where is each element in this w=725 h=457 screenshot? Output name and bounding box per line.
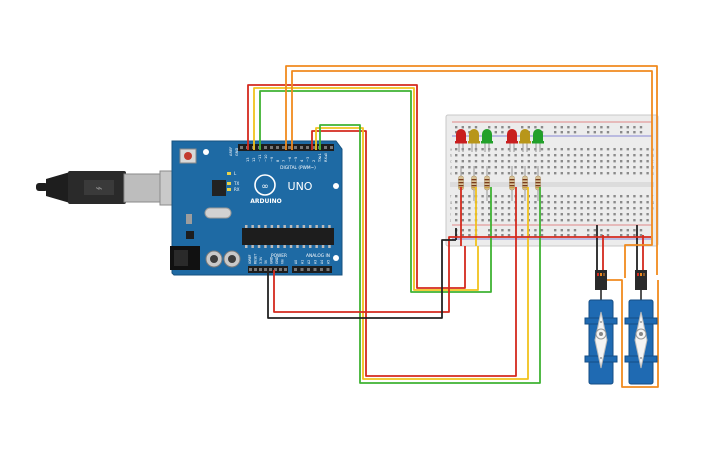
row-letter: h <box>652 207 654 211</box>
servo-motors[interactable] <box>584 270 658 385</box>
led-l-label: L <box>234 171 237 176</box>
row-letter: d <box>450 166 452 170</box>
wire-red <box>311 130 517 377</box>
tx-label: TX <box>233 181 239 186</box>
row-letter: i <box>450 213 451 217</box>
board-model: UNO <box>288 180 313 193</box>
servo-motor[interactable] <box>584 270 618 385</box>
wire-black <box>267 239 456 319</box>
usb-chip <box>212 180 226 196</box>
rx-label: RX <box>234 187 240 192</box>
analog-pin-label: A2 <box>307 260 311 264</box>
power-pin-label: IOREF <box>248 254 252 264</box>
analog-header[interactable] <box>292 266 332 273</box>
analog-pin-label: A0 <box>294 260 298 264</box>
power-pin-label: 5V <box>264 259 268 264</box>
led[interactable] <box>455 129 467 152</box>
digital-pin-label: 2 <box>312 160 316 162</box>
digital-header-label: DIGITAL (PWM~) <box>280 165 316 171</box>
resistor[interactable] <box>509 166 515 201</box>
digital-pin-label: RX◂0 <box>324 152 328 162</box>
power-pin-label: GND <box>275 256 279 264</box>
arduino-uno-board[interactable]: ∞ ARDUINO UNO DIGITAL (PWM~) POWER ANALO… <box>170 140 343 276</box>
row-letter: g <box>652 201 654 205</box>
wire-green <box>319 124 541 384</box>
digital-pin-label: TX▸1 <box>318 153 322 163</box>
digital-pin-label: 7 <box>282 160 286 162</box>
atmega-chip <box>242 228 334 245</box>
wire-yellow <box>253 87 479 291</box>
row-letter: c <box>450 160 452 164</box>
led[interactable] <box>519 129 531 152</box>
led[interactable] <box>506 129 518 152</box>
analog-pin-label: A5 <box>327 260 331 264</box>
power-header-label: POWER <box>271 253 287 259</box>
resistor[interactable] <box>522 166 528 201</box>
aref-label: AREF <box>229 147 233 156</box>
row-letter: f <box>450 195 452 199</box>
digital-pin-label: 13 <box>246 157 250 162</box>
row-letter: d <box>652 166 654 170</box>
usb-cable: ⌁ <box>36 170 183 206</box>
wire-yellow <box>315 127 529 380</box>
wire-orange <box>291 70 653 278</box>
analog-header-label: ANALOG IN <box>306 253 330 259</box>
row-letter: g <box>450 201 452 205</box>
digital-pin-label: ~5 <box>294 157 298 162</box>
row-letter: c <box>652 160 654 164</box>
row-letter: a <box>450 148 452 152</box>
row-letter: h <box>450 207 452 211</box>
crystal <box>204 207 232 219</box>
usb-symbol-icon: ⌁ <box>95 181 102 195</box>
row-letter: j <box>449 219 451 223</box>
wire-red <box>273 236 651 313</box>
power-pin-label: RESET <box>253 254 257 264</box>
row-letter: e <box>450 172 452 176</box>
wire-green <box>259 90 492 293</box>
svg-text:∞: ∞ <box>261 182 269 192</box>
led-array <box>455 129 544 152</box>
led[interactable] <box>468 129 480 152</box>
digital-pin-label: ~10 <box>264 154 268 162</box>
wire-orange <box>285 65 658 275</box>
row-letter: f <box>652 195 654 199</box>
board-logo: ARDUINO <box>250 198 281 205</box>
power-pin-label: GND <box>270 256 274 264</box>
analog-pin-label: A4 <box>320 260 324 264</box>
led[interactable] <box>532 129 544 152</box>
led[interactable] <box>481 129 493 152</box>
wire-red <box>247 84 466 289</box>
resistor[interactable] <box>535 166 541 201</box>
resistor[interactable] <box>484 166 490 201</box>
digital-pin-label: ~6 <box>288 156 292 162</box>
digital-pin-label: 8 <box>276 159 280 162</box>
analog-pin-label: A3 <box>314 260 318 264</box>
row-letter: e <box>652 172 654 176</box>
resistor-array <box>458 166 541 201</box>
servo-motor[interactable] <box>624 270 658 385</box>
power-pin-label: Vin <box>280 259 284 264</box>
digital-pin-label: 12 <box>252 157 256 162</box>
power-pin-label: 3.3V <box>259 256 263 264</box>
wire-orange <box>600 279 659 388</box>
digital-pin-label: ~11 <box>258 154 262 162</box>
resistor[interactable] <box>471 166 477 201</box>
analog-pin-label: A1 <box>301 260 305 264</box>
digital-pin-label: ~9 <box>270 156 274 162</box>
digital-pin-label: ~3 <box>306 157 310 162</box>
digital-pin-label: 4 <box>300 159 304 162</box>
gnd-label: GND <box>235 148 239 156</box>
row-letter: a <box>652 148 654 152</box>
row-letter: b <box>652 154 655 158</box>
power-header[interactable] <box>248 266 288 273</box>
wires <box>247 65 659 388</box>
row-letter: b <box>450 154 453 158</box>
